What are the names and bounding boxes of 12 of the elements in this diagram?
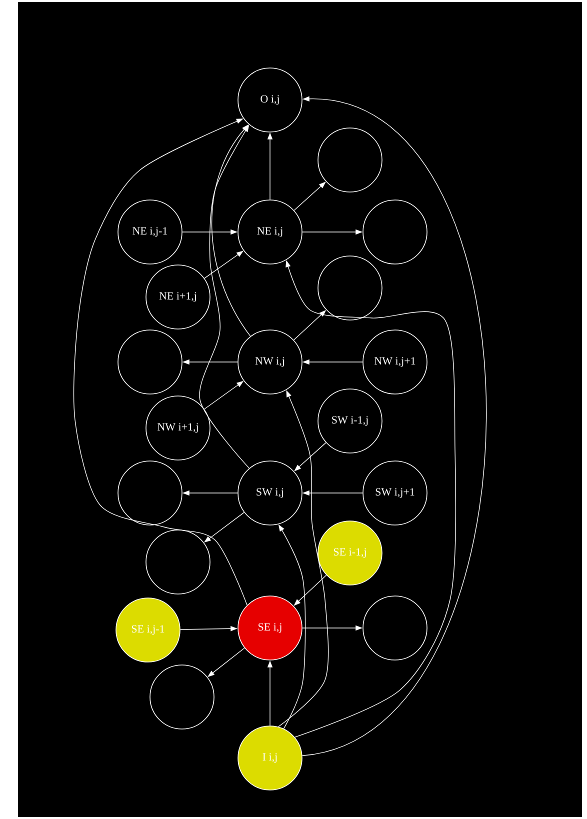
state-circle [118,460,182,526]
state-circle [362,596,428,660]
arrow [208,648,245,677]
state-circle [118,330,182,394]
arrow [73,118,248,606]
arrow [204,250,244,279]
state-circle [150,664,214,730]
state-circle [318,128,382,192]
state-circle [318,256,382,320]
state-circle [362,200,428,264]
arrow [302,96,487,756]
state-circle [146,530,210,594]
